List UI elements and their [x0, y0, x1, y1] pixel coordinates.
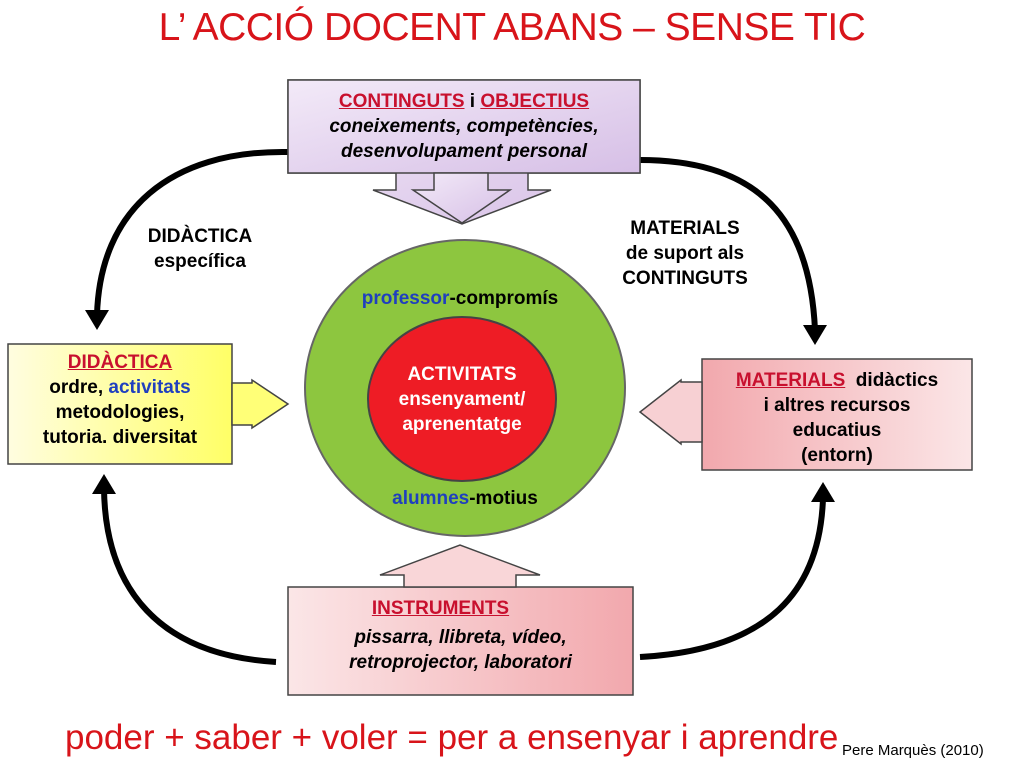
bottom-arrow-shape	[379, 544, 541, 588]
right-box-line1: i altres recursos	[763, 395, 911, 416]
bottom-box-line1: pissarra, llibreta, vídeo,	[354, 627, 567, 648]
inner-line-2: ensenyament/	[398, 389, 526, 410]
right-box-line3: (entorn)	[801, 445, 873, 466]
professor-text: professor	[361, 288, 450, 309]
arc-label-left: DIDÀCTICA específica	[120, 224, 280, 274]
left-box-line1-b: activitats	[108, 377, 191, 398]
inner-circle-text: ACTIVITATS ensenyament/ aprenentatge	[372, 362, 552, 437]
arc-label-right-3: CONTINGUTS	[622, 268, 748, 289]
left-arrow-shape	[231, 378, 290, 430]
top-box-head-sep: i	[464, 91, 481, 112]
arc-top-left	[94, 148, 289, 316]
arc-label-left-1: DIDÀCTICA	[147, 226, 253, 247]
left-box-line1-a: ordre,	[49, 377, 109, 398]
left-box-line3: tutoria. diversitat	[42, 427, 198, 448]
arc-top-right	[639, 157, 818, 331]
circle-top-text: professor-compromís	[320, 288, 600, 310]
arc-bottom-right	[639, 497, 826, 660]
left-box: DIDÀCTICA ordre, activitats metodologies…	[8, 350, 232, 450]
page-title: L’ ACCIÓ DOCENT ABANS – SENSE TIC	[158, 6, 866, 49]
inner-line-1: ACTIVITATS	[407, 364, 517, 385]
arrowhead-left-bottom	[92, 474, 116, 494]
right-box: MATERIALS didàctics i altres recursos ed…	[702, 368, 972, 468]
right-box-line2: educatius	[792, 420, 882, 441]
circle-bottom-text: alumnes-motius	[330, 488, 600, 510]
inner-red-circle	[367, 316, 557, 482]
arc-label-right-1: MATERIALS	[630, 218, 740, 239]
right-box-head-rest: didàctics	[845, 370, 939, 391]
top-box-head-a: CONTINGUTS	[338, 91, 465, 112]
arc-label-right-2: de suport als	[625, 243, 745, 264]
arrowhead-right-bottom	[811, 482, 835, 502]
footer-formula: poder + saber + voler = per a ensenyar i…	[65, 718, 839, 757]
right-arrow-shape	[638, 378, 703, 446]
top-box-line2: desenvolupament personal	[340, 141, 587, 162]
arrowhead-left-top	[85, 310, 109, 330]
left-box-head: DIDÀCTICA	[67, 352, 173, 373]
arc-label-right: MATERIALS de suport als CONTINGUTS	[600, 216, 770, 291]
top-box: CONTINGUTS i OBJECTIUS coneixements, com…	[288, 89, 640, 164]
credit-text: Pere Marquès (2010)	[842, 742, 984, 759]
arc-bottom-left	[101, 487, 277, 665]
arrowhead-right-top	[803, 325, 827, 345]
inner-line-3: aprenentatge	[402, 414, 522, 435]
motius-text: -motius	[469, 488, 538, 509]
top-box-head-b: OBJECTIUS	[480, 91, 590, 112]
bottom-box-line2: retroprojector, laboratori	[349, 652, 572, 673]
left-box-line2: metodologies,	[55, 402, 185, 423]
bottom-box-head: INSTRUMENTS	[371, 598, 510, 619]
arc-label-left-2: específica	[154, 251, 246, 272]
alumnes-text: alumnes	[392, 488, 470, 509]
top-box-line1: coneixements, competències,	[329, 116, 599, 137]
bottom-box: INSTRUMENTS pissarra, llibreta, vídeo, r…	[288, 596, 633, 675]
compromis-text: -compromís	[449, 288, 559, 309]
right-box-head: MATERIALS	[735, 370, 846, 391]
